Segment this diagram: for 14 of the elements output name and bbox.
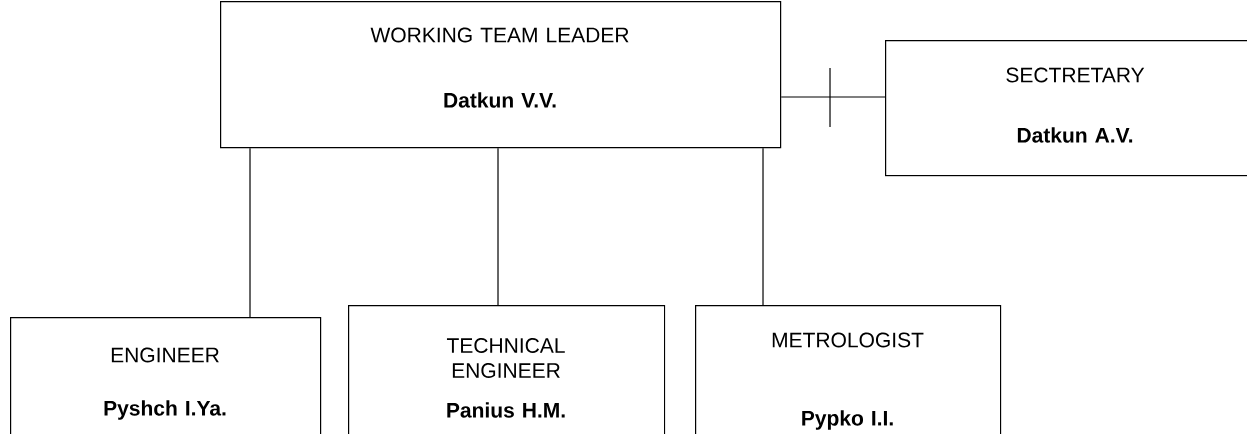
connector-line [780,67,886,128]
connector-line [497,147,499,306]
role-title: METROLOGIST [772,332,924,348]
connector-line [249,147,251,318]
role-title: TECHNICAL ENGINEER [446,338,565,378]
person-name: Pypko I.I. [802,410,893,430]
role-title: ENGINEER [111,347,219,363]
person-name: Pyshch I.Ya. [104,400,226,420]
role-title: SECTRETARY [1006,67,1145,83]
person-name: Datkun V.V. [444,92,556,108]
person-name: Panius H.M. [447,402,565,418]
person-name: Datkun A.V. [1017,127,1133,143]
connector-line [762,147,764,306]
role-title: WORKING TEAM LEADER [370,27,629,43]
